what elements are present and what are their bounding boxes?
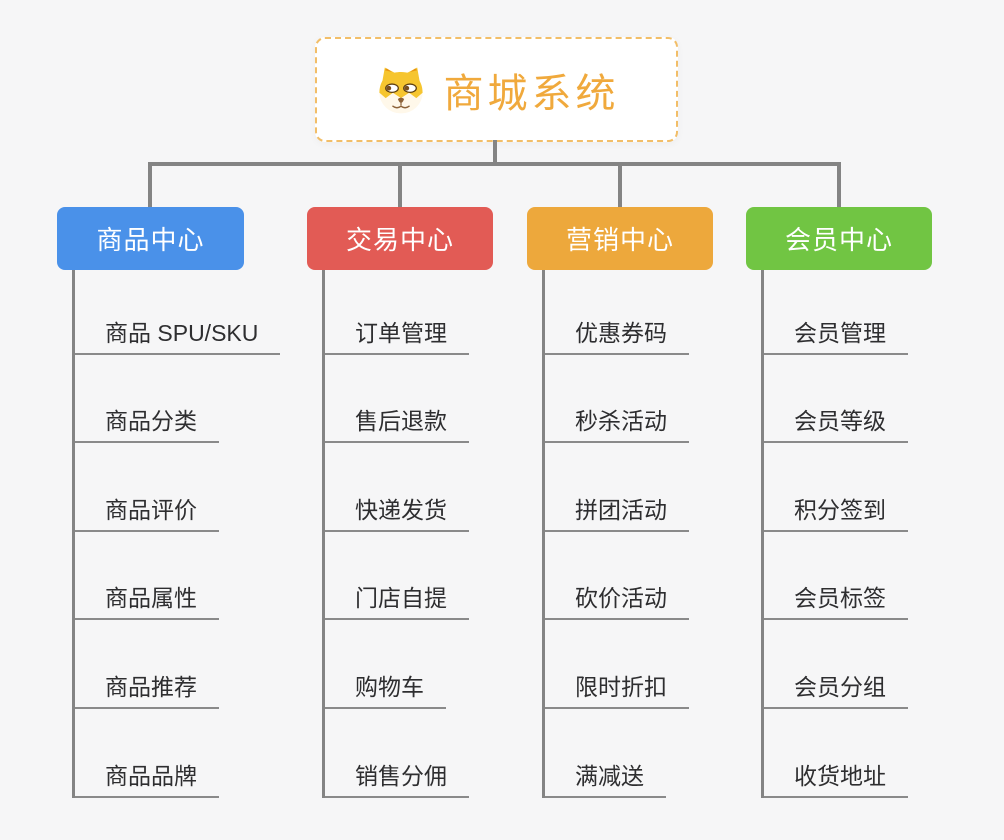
leaf-node[interactable]: 商品属性 — [75, 583, 219, 620]
leaf-node[interactable]: 会员标签 — [764, 583, 908, 620]
branch-node-marketing-center[interactable]: 营销中心 — [527, 207, 713, 270]
leaf-node[interactable]: 会员管理 — [764, 318, 908, 355]
leaf-node[interactable]: 商品推荐 — [75, 672, 219, 709]
leaf-node[interactable]: 购物车 — [325, 672, 446, 709]
leaf-node[interactable]: 售后退款 — [325, 406, 469, 443]
leaf-node[interactable]: 收货地址 — [764, 761, 908, 798]
leaf-node[interactable]: 商品 SPU/SKU — [75, 318, 281, 355]
branch-column-product: 商品 SPU/SKU 商品分类 商品评价 商品属性 商品推荐 商品品牌 — [72, 270, 315, 798]
leaf-node[interactable]: 满减送 — [545, 761, 666, 798]
leaf-node[interactable]: 秒杀活动 — [545, 406, 689, 443]
branch-node-product-center[interactable]: 商品中心 — [57, 207, 244, 270]
leaf-node[interactable]: 商品评价 — [75, 495, 219, 532]
branch-column-trade: 订单管理 售后退款 快递发货 门店自提 购物车 销售分佣 — [322, 270, 565, 798]
root-node[interactable]: 商城系统 — [315, 37, 678, 142]
leaf-node[interactable]: 门店自提 — [325, 583, 469, 620]
leaf-node[interactable]: 订单管理 — [325, 318, 469, 355]
leaf-node[interactable]: 限时折扣 — [545, 672, 689, 709]
leaf-node[interactable]: 商品品牌 — [75, 761, 219, 798]
leaf-node[interactable]: 积分签到 — [764, 495, 908, 532]
branch-node-member-center[interactable]: 会员中心 — [746, 207, 932, 270]
leaf-node[interactable]: 砍价活动 — [545, 583, 689, 620]
branch-drop-connector — [148, 164, 152, 209]
root-stem-connector — [493, 140, 497, 164]
leaf-node[interactable]: 会员分组 — [764, 672, 908, 709]
dog-face-icon — [378, 67, 423, 113]
branch-column-member: 会员管理 会员等级 积分签到 会员标签 会员分组 收货地址 — [761, 270, 1004, 798]
branch-rail-connector — [148, 162, 841, 166]
branch-drop-connector — [837, 164, 841, 209]
leaf-node[interactable]: 商品分类 — [75, 406, 219, 443]
leaf-node[interactable]: 销售分佣 — [325, 761, 469, 798]
leaf-node[interactable]: 优惠券码 — [545, 318, 689, 355]
leaf-node[interactable]: 快递发货 — [325, 495, 469, 532]
leaf-node[interactable]: 会员等级 — [764, 406, 908, 443]
branch-node-trade-center[interactable]: 交易中心 — [307, 207, 493, 270]
branch-drop-connector — [618, 164, 622, 209]
branch-drop-connector — [398, 164, 402, 209]
branch-column-marketing: 优惠券码 秒杀活动 拼团活动 砍价活动 限时折扣 满减送 — [542, 270, 785, 798]
root-title: 商城系统 — [443, 71, 620, 116]
leaf-node[interactable]: 拼团活动 — [545, 495, 689, 532]
